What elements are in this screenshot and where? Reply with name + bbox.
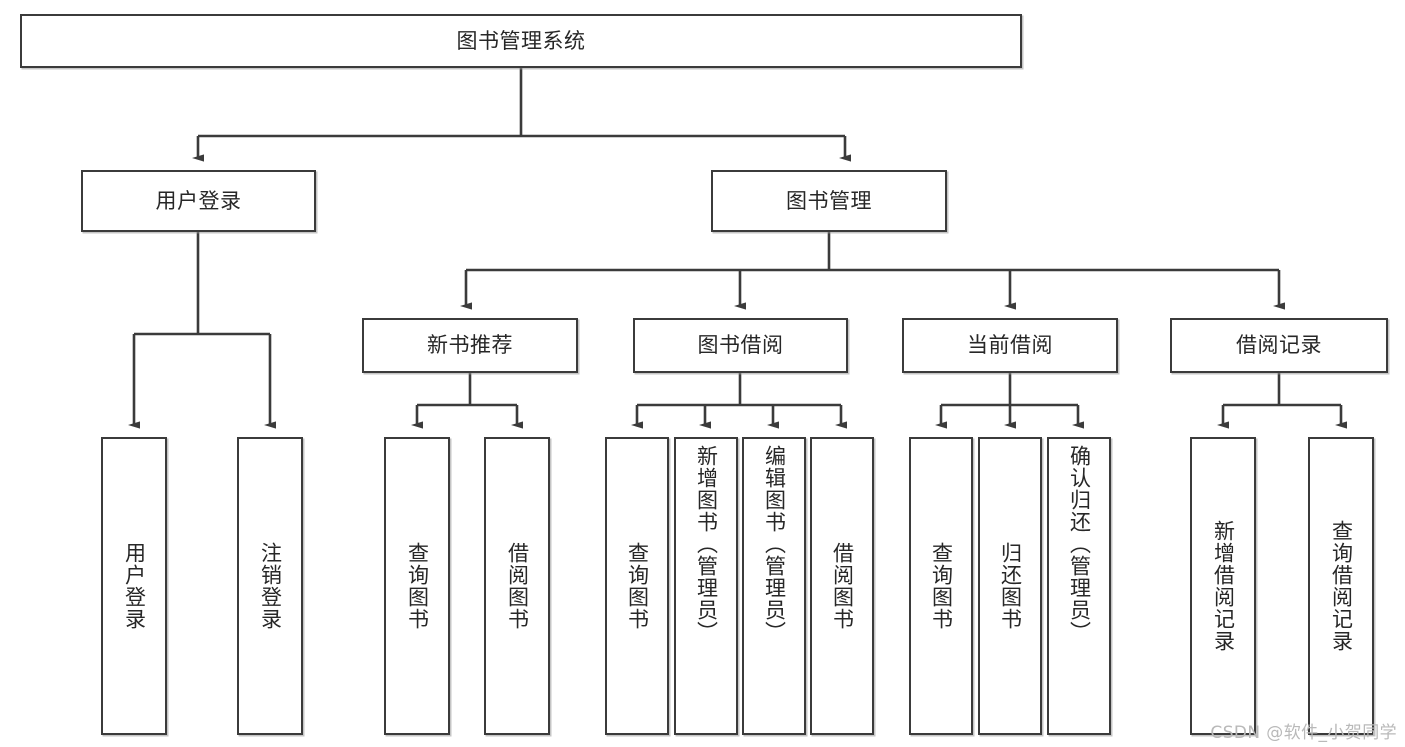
node-leaf-return-book-label: 归还图书	[998, 542, 1023, 630]
node-root-label: 图书管理系统	[456, 28, 586, 53]
node-leaf-query-book-3[interactable]: 查询图书	[909, 437, 973, 735]
node-leaf-logout-login-label: 注销登录	[258, 542, 283, 630]
node-leaf-query-book-3-label: 查询图书	[929, 542, 954, 630]
node-borrow-record[interactable]: 借阅记录	[1170, 318, 1388, 373]
node-leaf-query-record-label: 查询借阅记录	[1329, 520, 1354, 652]
node-leaf-edit-book[interactable]: 编辑图书（管理员）	[742, 437, 806, 735]
node-book-borrow[interactable]: 图书借阅	[633, 318, 848, 373]
node-leaf-add-record[interactable]: 新增借阅记录	[1190, 437, 1256, 735]
node-leaf-add-record-label: 新增借阅记录	[1211, 520, 1236, 652]
node-leaf-query-record[interactable]: 查询借阅记录	[1308, 437, 1374, 735]
node-root-book-management-system[interactable]: 图书管理系统	[20, 14, 1022, 68]
node-user-login[interactable]: 用户登录	[81, 170, 316, 232]
node-user-login-label: 用户登录	[155, 188, 242, 213]
node-leaf-logout-login[interactable]: 注销登录	[237, 437, 303, 735]
node-leaf-query-book-2[interactable]: 查询图书	[605, 437, 669, 735]
node-current-borrow[interactable]: 当前借阅	[902, 318, 1118, 373]
node-book-management[interactable]: 图书管理	[711, 170, 947, 232]
node-leaf-borrow-book-1-label: 借阅图书	[505, 542, 530, 630]
node-leaf-add-book[interactable]: 新增图书（管理员）	[674, 437, 738, 735]
csdn-watermark: CSDN @软件_小贺同学	[1210, 723, 1397, 743]
node-leaf-user-login[interactable]: 用户登录	[101, 437, 167, 735]
node-leaf-edit-book-label: 编辑图书（管理员）	[762, 445, 787, 643]
node-leaf-return-book[interactable]: 归还图书	[978, 437, 1042, 735]
node-leaf-query-book-2-label: 查询图书	[625, 542, 650, 630]
node-borrow-record-label: 借阅记录	[1236, 333, 1322, 358]
node-new-book-recommend[interactable]: 新书推荐	[362, 318, 578, 373]
node-leaf-add-book-label: 新增图书（管理员）	[694, 445, 719, 643]
node-new-book-recommend-label: 新书推荐	[427, 333, 513, 358]
node-book-management-label: 图书管理	[786, 188, 872, 213]
node-leaf-borrow-book-2-label: 借阅图书	[830, 542, 855, 630]
node-leaf-borrow-book-2[interactable]: 借阅图书	[810, 437, 874, 735]
node-leaf-query-book-1[interactable]: 查询图书	[384, 437, 450, 735]
node-leaf-borrow-book-1[interactable]: 借阅图书	[484, 437, 550, 735]
node-book-borrow-label: 图书借阅	[697, 333, 784, 358]
node-leaf-confirm-return-label: 确认归还（管理员）	[1067, 445, 1092, 643]
node-leaf-confirm-return[interactable]: 确认归还（管理员）	[1047, 437, 1111, 735]
node-current-borrow-label: 当前借阅	[967, 333, 1053, 358]
node-leaf-user-login-label: 用户登录	[122, 542, 147, 630]
node-leaf-query-book-1-label: 查询图书	[405, 542, 430, 630]
